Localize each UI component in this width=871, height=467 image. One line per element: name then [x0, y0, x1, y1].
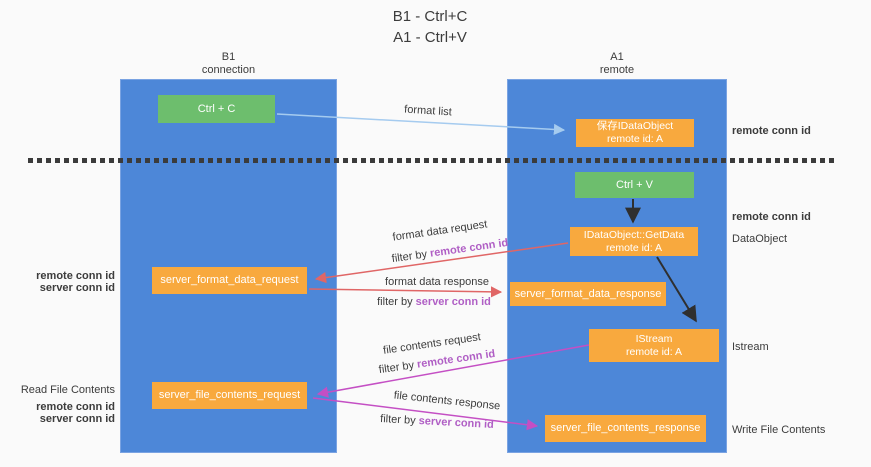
node-ctrl-c-label: Ctrl + C: [197, 102, 236, 115]
node-getdata-line1: IDataObject::GetData: [583, 228, 685, 241]
edge-label-format-list: format list: [403, 103, 453, 119]
node-istream-line1: IStream: [635, 332, 673, 345]
lane-b1-subtitle: connection: [201, 64, 256, 76]
side-label-remote-conn-id-left1: remote conn id: [36, 270, 115, 282]
edge-label-format-data-request: format data request: [391, 218, 489, 244]
lane-b1-title: B1: [221, 51, 236, 63]
edge-label-file-contents-response: file contents response: [393, 389, 501, 413]
node-save-idataobject-line2: remote id: A: [606, 133, 664, 145]
side-label-write-file-contents: Write File Contents: [732, 424, 826, 436]
node-sfcreq-label: server_file_contents_request: [158, 389, 301, 401]
node-save-idataobject: 保存IDataObject remote id: A: [576, 119, 694, 147]
node-ctrl-v-label: Ctrl + V: [616, 178, 653, 191]
node-server-file-contents-response: server_file_contents_response: [545, 415, 706, 442]
side-label-server-conn-id-left1: server conn id: [39, 282, 115, 294]
format-data-response-arrow: [308, 286, 503, 298]
node-sfdresp-label: server_format_data_response: [514, 287, 662, 300]
node-save-idataobject-line1: 保存IDataObject: [596, 120, 674, 132]
lane-header-a1: A1 remote: [507, 51, 727, 77]
node-sfcresp-label: server_file_contents_response: [550, 422, 701, 434]
side-label-dataobject: DataObject: [732, 233, 788, 245]
node-sfdreq-label: server_format_data_request: [160, 274, 299, 286]
filter-by-text: filter by: [378, 359, 415, 377]
side-label-remote-conn-id-left2: remote conn id: [36, 401, 115, 413]
diagram-title: B1 - Ctrl+C A1 - Ctrl+V: [310, 6, 550, 48]
node-server-file-contents-request: server_file_contents_request: [152, 382, 307, 409]
node-istream-line2: remote id: A: [625, 345, 683, 358]
remote-conn-id-text: remote conn id: [429, 236, 509, 260]
side-label-istream: Istream: [732, 341, 769, 353]
lane-a1-title: A1: [610, 51, 624, 63]
remote-conn-id-text: remote conn id: [416, 347, 496, 371]
node-server-format-data-response: server_format_data_response: [510, 282, 666, 306]
node-ctrl-c: Ctrl + C: [158, 95, 275, 123]
node-getdata-line2: remote id: A: [605, 241, 663, 254]
side-label-read-file-contents: Read File Contents: [20, 384, 115, 396]
filter-by-text: filter by: [379, 413, 416, 427]
title-line-2: A1 - Ctrl+V: [393, 29, 467, 46]
server-conn-id-text: server conn id: [418, 415, 495, 431]
node-idataobject-getdata: IDataObject::GetData remote id: A: [570, 227, 698, 256]
side-label-server-conn-id-left2: server conn id: [39, 413, 115, 425]
lane-a1-subtitle: remote: [599, 64, 635, 76]
filter-by-text: filter by: [377, 296, 413, 308]
server-conn-id-text: server conn id: [415, 296, 491, 308]
edge-label-format-data-response: format data response: [385, 276, 489, 288]
side-label-remote-conn-id-mid: remote conn id: [732, 211, 811, 223]
title-line-1: B1 - Ctrl+C: [392, 8, 468, 25]
node-server-format-data-request: server_format_data_request: [152, 267, 307, 294]
filter-by-text: filter by: [391, 248, 428, 266]
side-label-remote-conn-id-top: remote conn id: [732, 125, 811, 137]
lane-header-b1: B1 connection: [120, 51, 337, 77]
phase-separator-dashed-line: [28, 158, 834, 163]
node-istream: IStream remote id: A: [589, 329, 719, 362]
node-ctrl-v: Ctrl + V: [575, 172, 694, 198]
